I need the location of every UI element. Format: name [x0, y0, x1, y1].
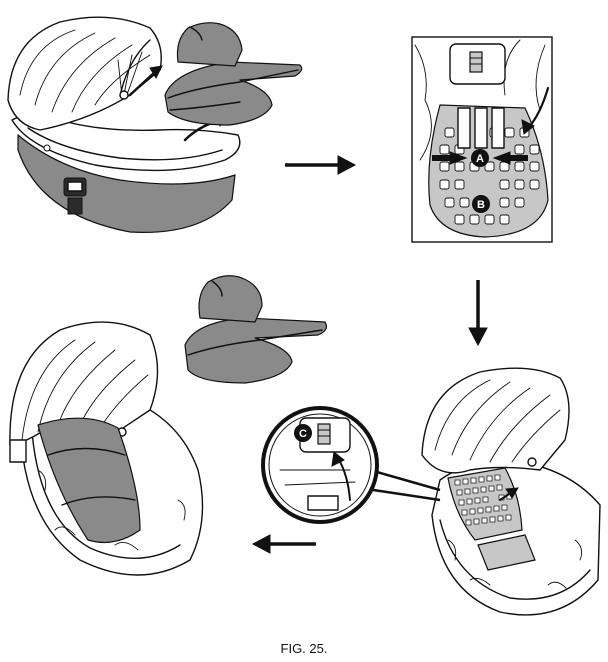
figure-caption: FIG. 25.: [280, 641, 328, 656]
step3-carrycot: [421, 367, 601, 616]
arrow-left: [251, 534, 316, 554]
arrow-right: [285, 155, 357, 175]
callout-c-label: C: [299, 428, 307, 440]
step1-carrycot: [7, 16, 241, 233]
step4-carrycot: [9, 321, 204, 576]
step1-insert: [164, 22, 303, 126]
arrow-down: [468, 280, 488, 347]
callout-a-badge: [471, 149, 489, 167]
callout-a-label: A: [476, 153, 484, 165]
magnifier-detail: C: [261, 406, 379, 524]
step2-closeup-panel: A B: [411, 36, 553, 243]
callout-b-label: B: [477, 199, 485, 211]
callout-c-badge: [294, 424, 312, 442]
callout-b-badge: [472, 195, 490, 213]
step3-removed-insert: [184, 275, 328, 384]
